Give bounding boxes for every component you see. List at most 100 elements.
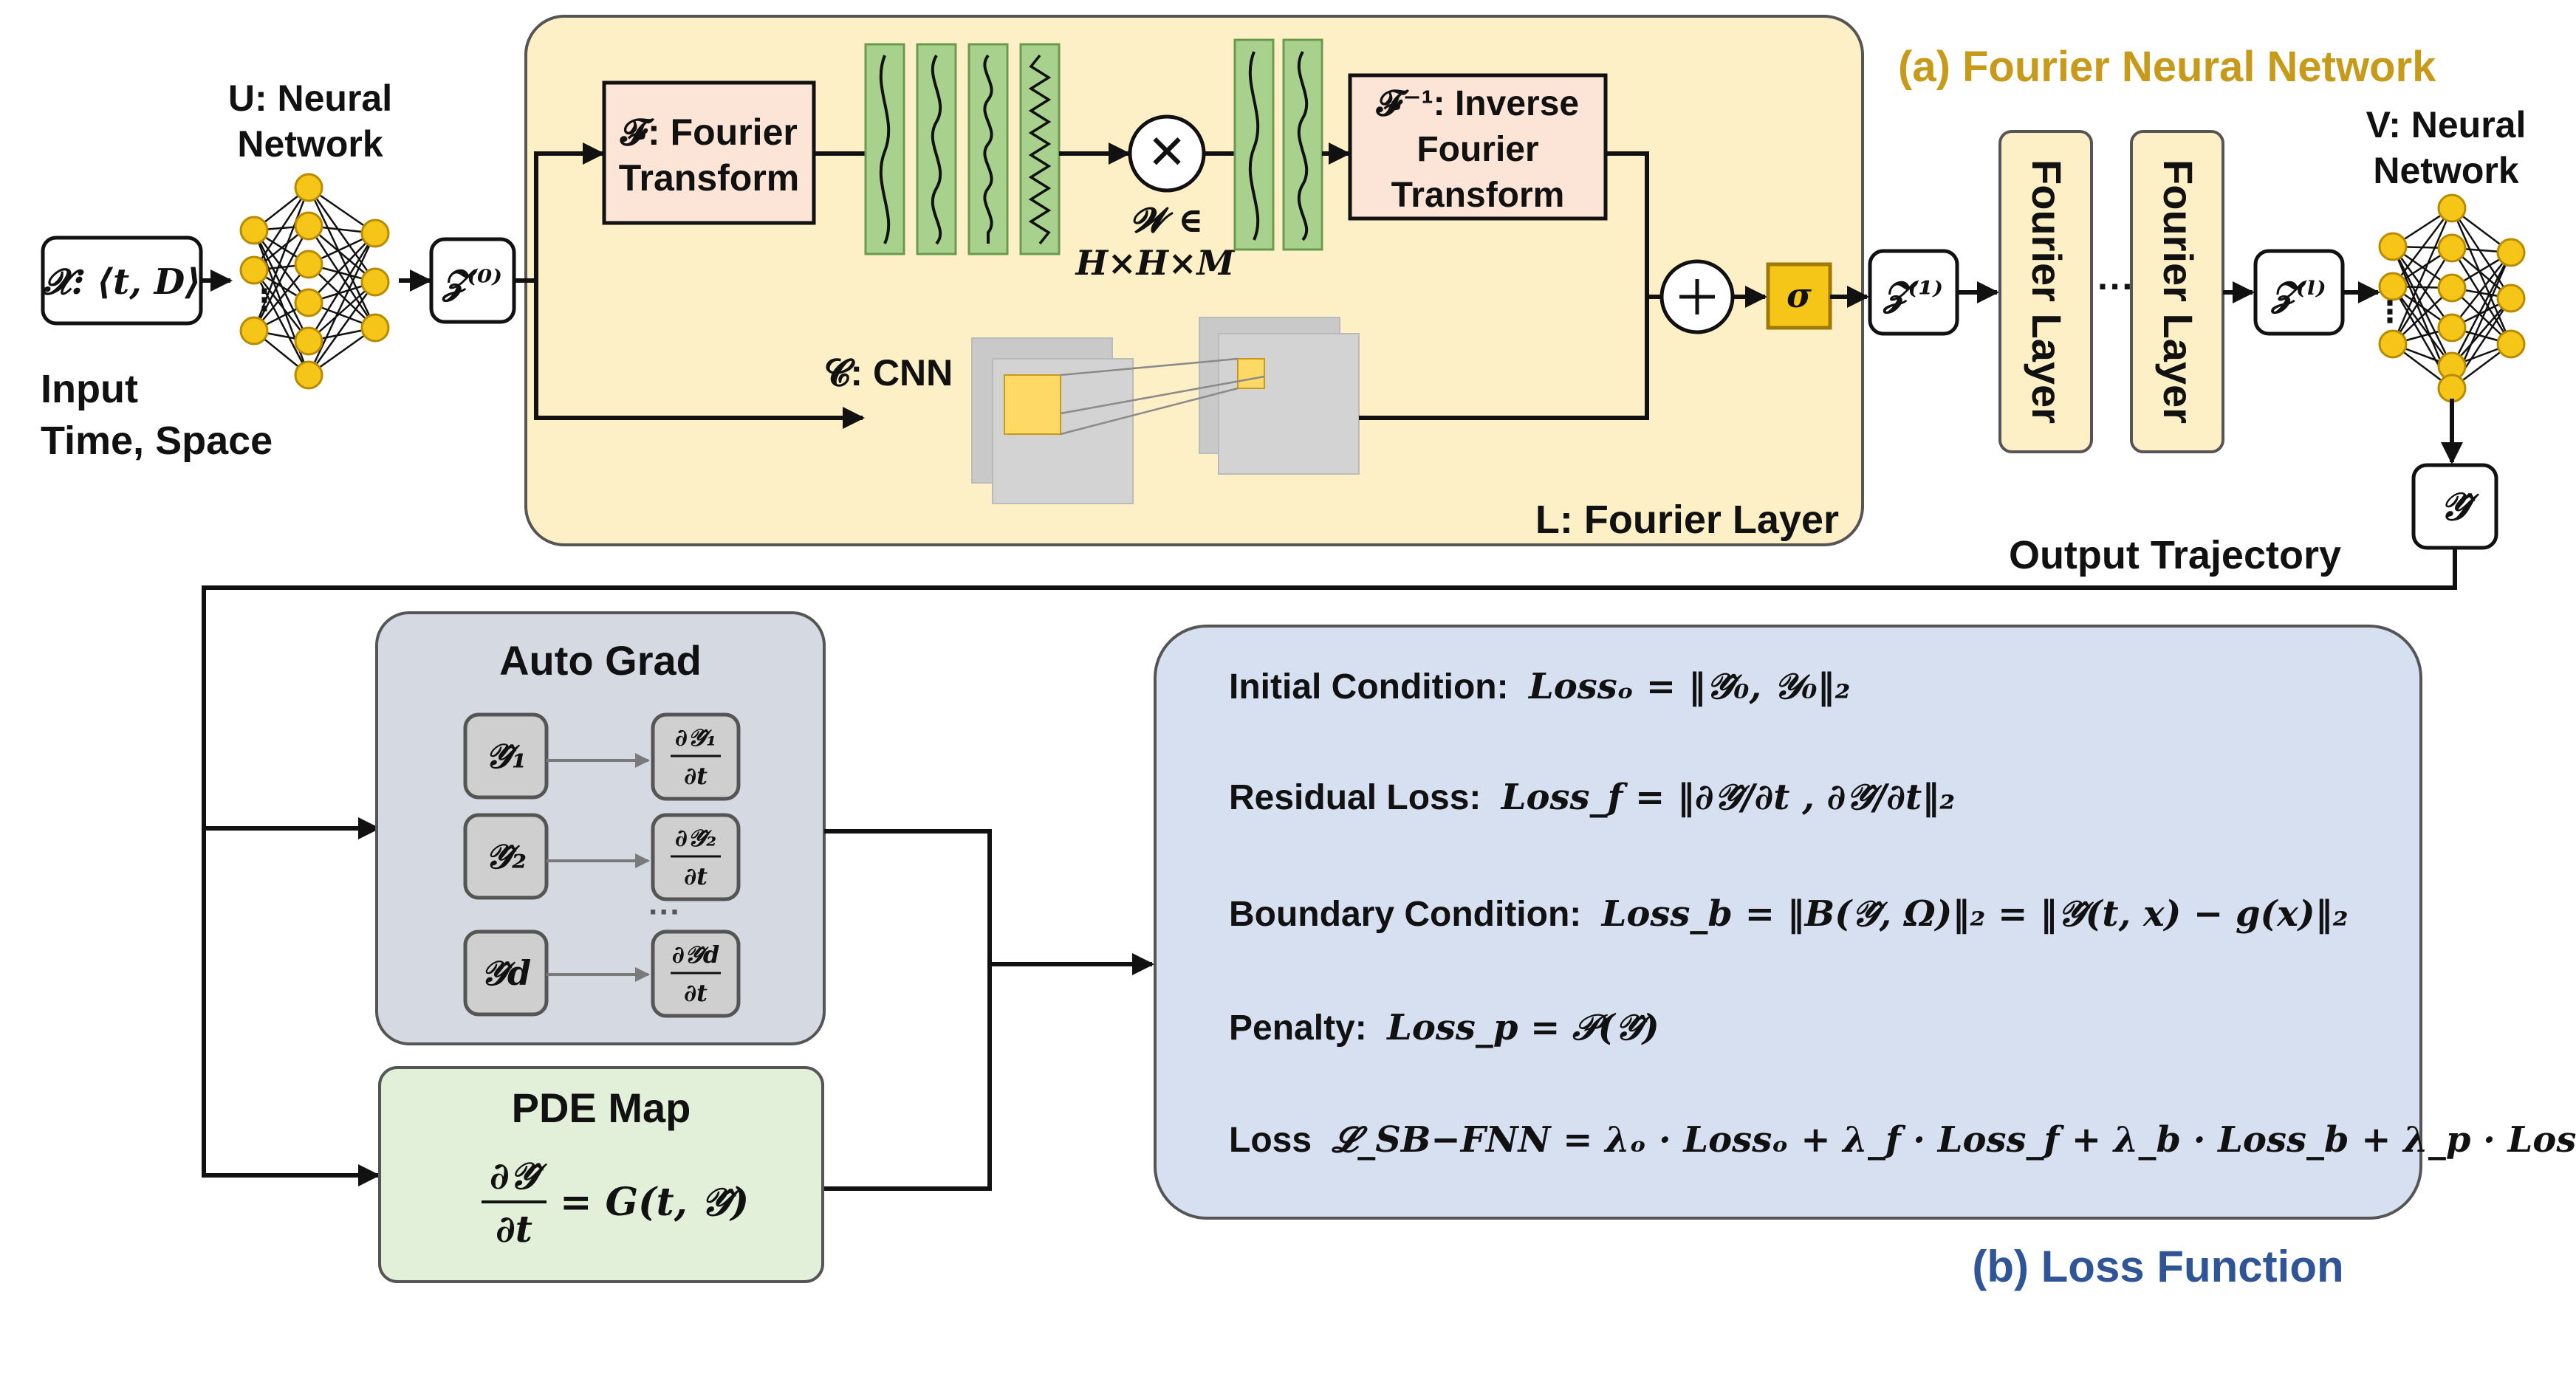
autograd-row-3-y: 𝒴̂d xyxy=(481,953,531,993)
network-node xyxy=(294,360,323,390)
autograd-row-1-y-box xyxy=(463,712,549,800)
loss-residual-label: Residual Loss: xyxy=(1229,778,1481,817)
u-network-dots: ⋮ xyxy=(250,284,279,317)
v-network-graphic xyxy=(2378,193,2526,403)
network-node xyxy=(294,326,323,356)
autograd-title: Auto Grad xyxy=(499,637,702,684)
network-edge xyxy=(2451,252,2512,329)
loss-initial-label: Initial Condition: xyxy=(1229,667,1509,707)
network-node xyxy=(2496,283,2526,313)
loss-boundary: Boundary Condition: Loss_b = ‖B(𝒴̂, Ω)‖₂… xyxy=(1229,893,2349,935)
network-edge xyxy=(2450,247,2512,345)
u-network-label-2: Network xyxy=(237,123,383,165)
network-edge xyxy=(308,264,376,329)
fourier-network-title: (a) Fourier Neural Network xyxy=(1898,43,2436,91)
u-network-graphic xyxy=(239,173,390,390)
loss-boundary-label: Boundary Condition: xyxy=(1229,895,1581,934)
z1-label: 𝓩⁽¹⁾ xyxy=(1883,274,1943,315)
autograd-row-2-y-box xyxy=(463,813,549,900)
pde-map-title: PDE Map xyxy=(512,1085,691,1131)
network-edge xyxy=(307,281,377,376)
fourier-transform-label-1: 𝓕: Fourier xyxy=(620,111,798,153)
loss-penalty-label: Penalty: xyxy=(1229,1008,1367,1048)
network-node xyxy=(2496,329,2526,359)
network-node xyxy=(2437,233,2467,263)
zl-label: 𝓩⁽ˡ⁾ xyxy=(2270,274,2326,315)
network-node xyxy=(294,211,323,241)
activation-label: σ xyxy=(1787,275,1812,315)
pde-map-panel xyxy=(378,1066,824,1283)
fourier-transform-label-2: Transform xyxy=(619,157,800,199)
network-edge xyxy=(253,225,310,331)
multiply-icon: ✕ xyxy=(1147,126,1187,179)
spectral-filters-left xyxy=(864,43,1061,255)
network-edge xyxy=(307,187,377,329)
inverse-fourier-box xyxy=(1348,73,1608,221)
network-edge xyxy=(307,225,377,329)
network-edge xyxy=(308,281,376,342)
weight-label-1: 𝓦 ∈ xyxy=(1131,200,1203,240)
network-edge xyxy=(253,269,310,376)
autograd-row-2-num: ∂𝒴̂₂ xyxy=(675,824,716,852)
network-edge xyxy=(307,187,377,283)
network-node xyxy=(360,313,390,343)
autograd-row-2-y: 𝒴̂₂ xyxy=(485,836,527,876)
network-edge xyxy=(308,233,376,303)
loss-penalty-eq: Loss_p = 𝒫(𝒴̂) xyxy=(1385,1007,1659,1048)
network-node xyxy=(2437,313,2467,343)
autograd-row-3-den: ∂t xyxy=(684,979,708,1007)
network-node xyxy=(294,288,323,317)
network-edge xyxy=(2450,252,2512,367)
network-node xyxy=(2496,238,2526,267)
cnn-graphic xyxy=(971,317,1360,504)
network-edge xyxy=(2391,207,2453,345)
loss-residual-eq: Loss_f = ‖∂𝒴̂/∂t , ∂𝒴̂/∂t‖₂ xyxy=(1500,777,1956,818)
network-edge xyxy=(253,269,309,342)
v-network-label-1: V: Neural xyxy=(2366,104,2527,145)
network-edge xyxy=(2451,298,2512,367)
loss-panel xyxy=(1154,625,2422,1220)
inverse-fourier-label-3: Transform xyxy=(1391,176,1565,215)
autograd-row-1-y: 𝒴̂₁ xyxy=(485,736,527,776)
loss-total-eq: 𝓛_SB−FNN = λₒ · Lossₒ + λ_f · Loss_f + λ… xyxy=(1331,1119,2576,1161)
autograd-row-3-num: ∂𝒴̂d xyxy=(672,941,720,969)
network-node xyxy=(2437,374,2467,403)
u-network-label-1: U: Neural xyxy=(228,78,392,119)
loss-total-label: Loss xyxy=(1229,1121,1312,1160)
network-node xyxy=(2437,193,2467,223)
fourier-transform-box xyxy=(602,80,816,225)
network-edge xyxy=(2392,207,2453,287)
autograd-dots: ··· xyxy=(648,894,681,930)
pde-map-den: ∂t xyxy=(496,1207,532,1251)
input-label: 𝓧: ⟨t, D⟩ xyxy=(42,261,201,303)
network-node xyxy=(239,216,269,245)
cnn-label: 𝓒: CNN xyxy=(824,352,953,393)
loss-residual: Residual Loss: Loss_f = ‖∂𝒴̂/∂t , ∂𝒴̂/∂t… xyxy=(1229,777,1955,818)
inverse-fourier-label-1: 𝓕⁻¹: Inverse xyxy=(1376,84,1579,123)
network-edge xyxy=(307,233,377,376)
pde-map-num: ∂𝒴̂ xyxy=(490,1154,548,1197)
network-node xyxy=(239,316,269,346)
activation-box xyxy=(1766,262,1832,330)
input-caption-2: Time, Space xyxy=(41,419,273,463)
network-node xyxy=(360,219,390,248)
autograd-row-2-den: ∂t xyxy=(684,862,708,890)
network-edge xyxy=(2450,207,2512,345)
network-edge xyxy=(2391,247,2453,345)
network-node xyxy=(239,255,269,285)
pde-map-rhs: = G(t, 𝒴̂) xyxy=(560,1180,749,1225)
loss-initial: Initial Condition: Lossₒ = ‖𝒴̂₀, 𝒴₀‖₂ xyxy=(1229,666,1851,707)
input-caption-1: Input xyxy=(41,367,138,411)
network-edge xyxy=(307,233,377,342)
network-edge xyxy=(253,187,310,271)
network-edge xyxy=(2391,286,2453,367)
network-edge xyxy=(2450,207,2512,299)
network-edge xyxy=(308,225,376,283)
network-node xyxy=(294,173,323,202)
network-node xyxy=(294,250,323,279)
inverse-fourier-label-2: Fourier xyxy=(1417,130,1538,169)
spectral-filters-right xyxy=(1233,38,1323,251)
fourier-layer-block-1-label: Fourier Layer xyxy=(2024,159,2070,424)
output-caption: Output Trajectory xyxy=(2009,533,2341,577)
